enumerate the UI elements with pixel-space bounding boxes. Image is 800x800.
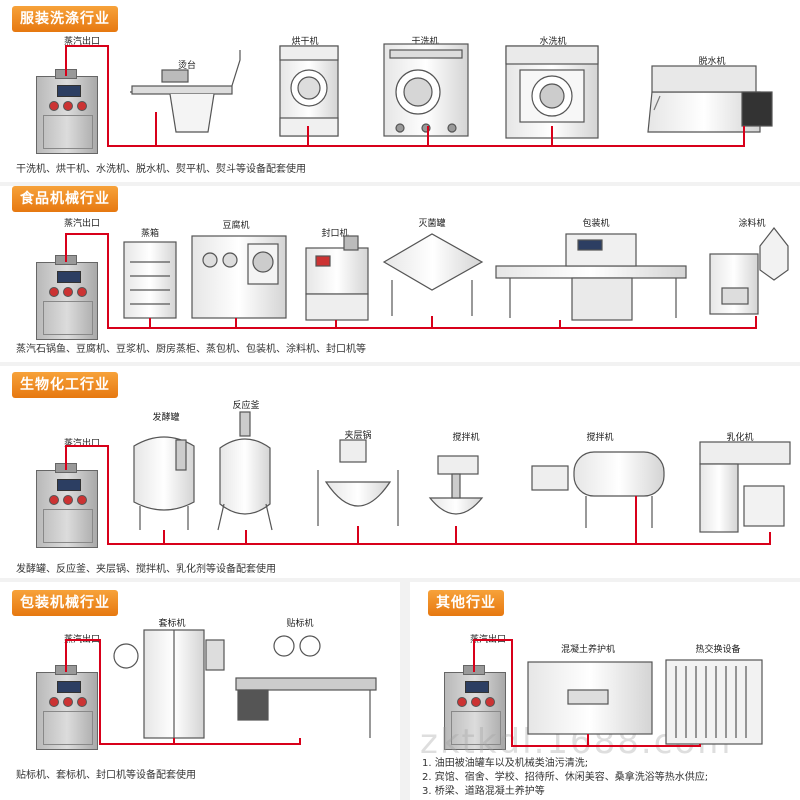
- machine-label: 搅拌机: [452, 433, 480, 443]
- machine-label: 灭菌罐: [418, 219, 446, 229]
- steam-pipe: [65, 639, 301, 745]
- steam-generator: [36, 463, 98, 548]
- section-label: 生物化工行业: [12, 372, 118, 398]
- coating-machine-drawing: [709, 227, 789, 315]
- machine-label: 烫台: [177, 61, 197, 71]
- steam-generator: [444, 665, 506, 750]
- steam-pipe: [473, 639, 701, 747]
- steam-generator: [36, 255, 98, 340]
- section-note: 发酵罐、反应釜、夹层锅、搅拌机、乳化剂等设备配套使用: [16, 564, 276, 575]
- section-note: 贴标机、套标机、封口机等设备配套使用: [16, 770, 196, 781]
- steam-cabinet-drawing: [123, 241, 177, 319]
- labeler-drawing: [235, 635, 377, 738]
- machine-label: 发酵罐: [152, 413, 180, 423]
- steam-pipe: [65, 45, 745, 147]
- machine-label: 涂料机: [738, 219, 766, 229]
- machine-label: 蒸箱: [140, 229, 160, 239]
- machine-label: 套标机: [158, 619, 186, 629]
- dryer-drawing: [279, 45, 339, 137]
- machine-label: 脱水机: [698, 57, 726, 67]
- machine-label: 封口机: [321, 229, 349, 239]
- machine-label: 反应釜: [232, 401, 260, 411]
- machine-label: 热交换设备: [695, 645, 741, 655]
- section-label: 服装洗涤行业: [12, 6, 118, 32]
- steam-pipe: [65, 233, 757, 329]
- section-label: 包装机械行业: [12, 590, 118, 616]
- horizontal-mixer-drawing: [531, 451, 665, 528]
- machine-label: 混凝土养护机: [560, 645, 616, 655]
- section-divider: [0, 362, 800, 366]
- section-note: 蒸汽石锅鱼、豆腐机、豆浆机、厨房蒸柜、蒸包机、包装机、涂料机、封口机等: [16, 344, 366, 355]
- reactor-drawing: [217, 411, 273, 531]
- steam-outlet-label: 蒸汽出口: [64, 37, 101, 47]
- emulsifier-drawing: [699, 441, 791, 533]
- section-label: 其他行业: [428, 590, 504, 616]
- sleeve-labeler-drawing: [113, 629, 225, 739]
- section-divider: [0, 182, 800, 186]
- machine-label: 夹层锅: [344, 431, 372, 441]
- list-item: 2. 宾馆、宿舍、学校、招待所、休闲美容、桑拿洗浴等热水供应;: [422, 772, 709, 783]
- section-divider-vertical: [400, 582, 410, 800]
- washer-drawing: [505, 45, 599, 139]
- machine-label: 干洗机: [411, 37, 439, 47]
- machine-label: 水洗机: [539, 37, 567, 47]
- tofu-machine-drawing: [191, 235, 287, 319]
- machine-label: 贴标机: [286, 619, 314, 629]
- sterilization-tank-drawing: [382, 233, 484, 316]
- machine-label: 乳化机: [726, 433, 754, 443]
- curing-machine-drawing: [527, 661, 653, 735]
- sealing-machine-drawing: [305, 235, 369, 321]
- section-note: 干洗机、烘干机、水洗机、脱水机、熨平机、熨斗等设备配套使用: [16, 164, 306, 175]
- jacketed-kettle-drawing: [317, 439, 399, 526]
- spin-dryer-drawing: [647, 65, 773, 133]
- steam-outlet-label: 蒸汽出口: [64, 219, 101, 229]
- machine-label: 豆腐机: [222, 221, 250, 231]
- fermenter-drawing: [133, 436, 195, 530]
- list-item: 3. 桥梁、道路混凝土养护等: [422, 786, 545, 797]
- machine-label: 包装机: [582, 219, 610, 229]
- packaging-machine-drawing: [495, 233, 687, 321]
- ironing-table-drawing: [130, 50, 241, 133]
- steam-pipe: [65, 445, 771, 545]
- machine-label: 烘干机: [291, 37, 319, 47]
- steam-generator: [36, 665, 98, 750]
- section-divider: [0, 578, 800, 582]
- steam-outlet-label: 蒸汽出口: [64, 439, 101, 449]
- heat-exchanger-drawing: [665, 659, 763, 745]
- dry-cleaner-drawing: [383, 43, 469, 137]
- section-label: 食品机械行业: [12, 186, 118, 212]
- mixer-drawing: [428, 455, 484, 515]
- list-item: 1. 油田被油罐车以及机械类油污清洗;: [422, 758, 589, 769]
- machine-label: 搅拌机: [586, 433, 614, 443]
